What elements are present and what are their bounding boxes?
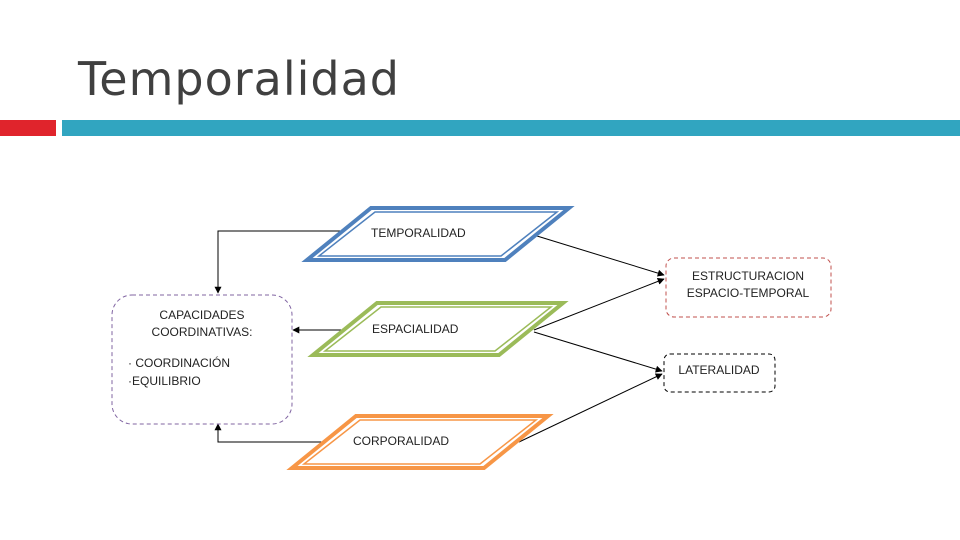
arrow-temporalidad-to-capacidades — [214, 230, 358, 294]
arrow-temporalidad-to-estructuracion — [536, 235, 665, 277]
shape-corporalidad: CORPORALIDAD — [286, 414, 554, 470]
arrow-espacialidad-to-estructuracion — [533, 278, 665, 331]
corporalidad-label: CORPORALIDAD — [353, 434, 449, 448]
lateralidad-label: LATERALIDAD — [678, 363, 759, 377]
box-estructuracion: ESTRUCTURACION ESPACIO-TEMPORAL — [665, 257, 832, 318]
capacidades-item-equilibrio: ·EQUILIBRIO — [128, 374, 201, 388]
espacialidad-parallelogram — [307, 301, 569, 357]
temporalidad-label: TEMPORALIDAD — [371, 226, 466, 240]
temporalidad-parallelogram-inner — [316, 211, 560, 257]
estructuracion-box — [665, 257, 832, 318]
arrow-corporalidad-to-lateralidad — [518, 373, 663, 443]
accent-bar-red — [0, 120, 56, 136]
connectors — [214, 230, 665, 443]
capacidades-title-line1: CAPACIDADES — [159, 308, 244, 322]
corporalidad-parallelogram-inner — [301, 419, 539, 465]
arrow-espacialidad-to-lateralidad — [533, 331, 663, 373]
slide-title: Temporalidad — [78, 52, 400, 106]
lateralidad-box — [663, 353, 776, 393]
capacidades-box — [111, 294, 293, 425]
espacialidad-label: ESPACIALIDAD — [372, 322, 459, 336]
capacidades-item-coordinacion: · COORDINACIÓN — [128, 355, 230, 370]
temporalidad-parallelogram — [301, 206, 575, 262]
box-capacidades: CAPACIDADES COORDINATIVAS: · COORDINACIÓ… — [111, 294, 293, 425]
box-lateralidad: LATERALIDAD — [663, 353, 776, 393]
estructuracion-line1: ESTRUCTURACION — [692, 269, 804, 283]
arrow-corporalidad-to-capacidades — [214, 423, 358, 443]
capacidades-title-line2: COORDINATIVAS: — [152, 325, 253, 339]
shape-temporalidad: TEMPORALIDAD — [301, 206, 575, 262]
estructuracion-line2: ESPACIO-TEMPORAL — [687, 286, 810, 300]
shape-espacialidad: ESPACIALIDAD — [307, 301, 569, 357]
corporalidad-parallelogram — [286, 414, 554, 470]
espacialidad-parallelogram-inner — [322, 306, 554, 352]
accent-bar-teal — [62, 120, 960, 136]
